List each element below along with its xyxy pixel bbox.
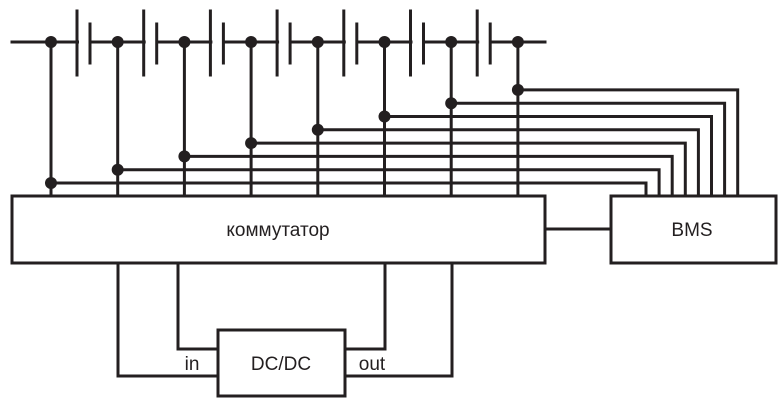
bus-junction-dot — [378, 36, 391, 48]
tap-wire-to-bms — [449, 101, 727, 198]
cell-tap — [378, 36, 713, 198]
dcdc-input-wire-inner — [176, 261, 220, 351]
bus-junction-dot — [311, 36, 324, 48]
battery-cell — [409, 9, 425, 77]
cell-tap — [45, 36, 648, 198]
bus-junction-dot — [178, 36, 191, 48]
cell-tap — [511, 36, 740, 198]
bus-junction-dot — [245, 36, 258, 48]
battery-cell — [475, 9, 492, 77]
tap-wire-to-bms — [516, 88, 740, 198]
bms-junction-dot — [45, 177, 57, 189]
bms-junction-dot — [311, 123, 324, 136]
switch-label: коммутатор — [226, 220, 329, 241]
bms-junction-dot — [378, 110, 391, 123]
dcdc-label: DC/DC — [251, 354, 311, 375]
tap-wire-to-bms — [182, 154, 674, 198]
dcdc-out-label: out — [359, 354, 386, 375]
bus-junction-dot — [111, 36, 124, 48]
bms-label: BMS — [671, 220, 712, 241]
bms-junction-dot — [445, 97, 458, 110]
bms-junction-dot — [245, 137, 258, 150]
cell-tap — [311, 36, 700, 198]
battery-cell — [208, 9, 225, 77]
dcdc-input-wire-outer — [116, 261, 220, 378]
cell-tap — [445, 36, 727, 198]
cell-tap — [111, 36, 661, 198]
bms-junction-dot — [511, 83, 524, 96]
dcdc-block — [216, 328, 347, 398]
dcdc-output-wire-outer — [343, 261, 454, 378]
bus-junction-dot — [511, 36, 524, 48]
cell-tap — [178, 36, 674, 198]
battery-cell — [275, 9, 292, 77]
bus-junction-dot — [445, 36, 458, 48]
bus-junction-dot — [45, 36, 57, 48]
tap-wire-to-bms — [316, 128, 700, 198]
battery-cell — [142, 9, 159, 77]
tap-wire-to-bms — [116, 168, 661, 198]
bms-junction-dot — [178, 150, 191, 163]
tap-wire-to-bms — [249, 141, 687, 198]
tap-wire-to-bms — [49, 181, 648, 198]
bms-junction-dot — [111, 163, 124, 176]
dcdc-in-label: in — [185, 354, 200, 375]
battery-cell — [75, 9, 92, 77]
tap-wire-to-bms — [383, 115, 713, 198]
cell-tap — [245, 36, 687, 198]
dcdc-output-wire-inner — [343, 261, 387, 351]
battery-cell — [342, 9, 359, 77]
